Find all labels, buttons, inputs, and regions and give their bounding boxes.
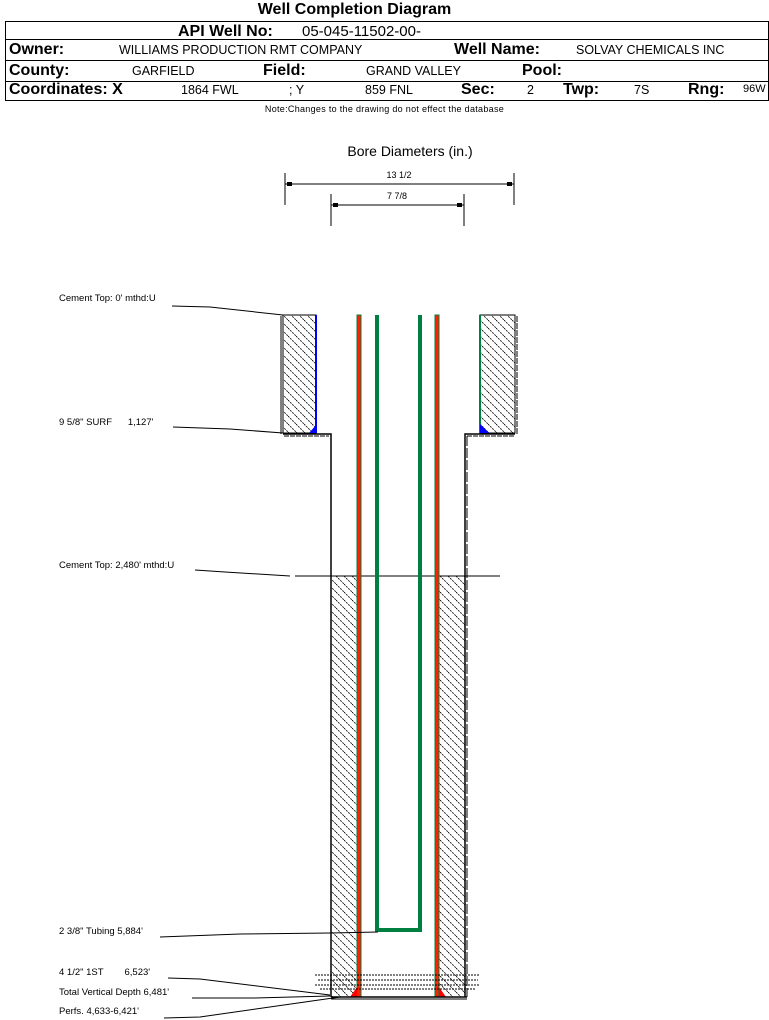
production-casing-label: 4 1/2" 1ST 6,523' (59, 967, 150, 978)
cement-top-production-label: Cement Top: 2,480' mthd:U (59, 560, 174, 571)
surface-cement-right (479, 314, 516, 434)
tubing (375, 315, 422, 932)
bore-diameters-title: Bore Diameters (in.) (347, 143, 472, 159)
coordinates-label: Coordinates: X (9, 81, 123, 98)
leader-line (172, 426, 284, 434)
bore-diameter-label: 7 7/8 (387, 191, 407, 201)
coord-y-label: ; Y (289, 83, 305, 97)
field-label: Field: (263, 62, 306, 79)
leader-line (167, 977, 331, 996)
bore-diameter-label: 13 1/2 (386, 170, 411, 180)
production-cement-left (331, 576, 358, 997)
rng-label: Rng: (688, 81, 725, 98)
leader-line (192, 995, 331, 999)
api-label: API Well No: (178, 23, 273, 40)
production-shoe-left (350, 987, 357, 997)
production-hole-wall-left (283, 433, 332, 997)
coord-x-value: 1864 FWL (181, 83, 239, 97)
owner-label: Owner: (9, 41, 65, 58)
surface-casing-label: 9 5/8" SURF 1,127' (59, 417, 154, 428)
coordinates-row: Coordinates: X 1864 FWL ; Y 859 FNL Sec:… (6, 81, 768, 99)
sec-label: Sec: (461, 81, 495, 98)
twp-label: Twp: (563, 81, 600, 98)
production-hole-wall-right (464, 433, 515, 997)
bore-dimension-13-5: 13 1/2 (284, 170, 515, 205)
county-label: County: (9, 62, 70, 79)
rng-value: 96W (743, 83, 766, 95)
tubing-label: 2 3/8" Tubing 5,884' (59, 926, 143, 937)
production-casing-left (356, 314, 362, 998)
surface-cement-left (282, 314, 317, 434)
production-cement-right (439, 576, 465, 997)
well-name-value: SOLVAY CHEMICALS INC (576, 43, 725, 57)
database-note: Note:Changes to the drawing do not effec… (264, 104, 505, 114)
county-row: County: GARFIELD Field: GRAND VALLEY Poo… (6, 61, 768, 82)
owner-row: Owner: WILLIAMS PRODUCTION RMT COMPANY W… (6, 40, 768, 61)
api-value: 05-045-11502-00- (302, 23, 421, 40)
surface-casing-shoe-right (480, 424, 489, 433)
perforations (315, 974, 480, 990)
api-row: API Well No: 05-045-11502-00- (6, 22, 768, 40)
surface-casing-shoe-left (309, 424, 317, 433)
twp-value: 7S (634, 83, 650, 97)
owner-value: WILLIAMS PRODUCTION RMT COMPANY (119, 43, 363, 57)
leader-line (163, 996, 341, 1019)
pool-label: Pool: (522, 62, 562, 79)
leader-line (159, 931, 379, 938)
production-casing-right (434, 314, 440, 998)
field-value: GRAND VALLEY (366, 64, 461, 78)
cement-top-surface-label: Cement Top: 0' mthd:U (59, 293, 156, 304)
well-header-table: API Well No: 05-045-11502-00- Owner: WIL… (5, 21, 769, 101)
tvd-label: Total Vertical Depth 6,481' (59, 987, 169, 998)
county-value: GARFIELD (132, 64, 195, 78)
coord-y-value: 859 FNL (365, 83, 413, 97)
leader-line (171, 305, 284, 316)
sec-value: 2 (527, 83, 534, 97)
well-name-label: Well Name: (454, 41, 540, 58)
bore-dimension-7-875: 7 7/8 (330, 191, 465, 226)
page-title: Well Completion Diagram (257, 1, 452, 18)
perfs-label: Perfs. 4,633-6,421' (59, 1006, 139, 1017)
leader-line (194, 569, 291, 577)
